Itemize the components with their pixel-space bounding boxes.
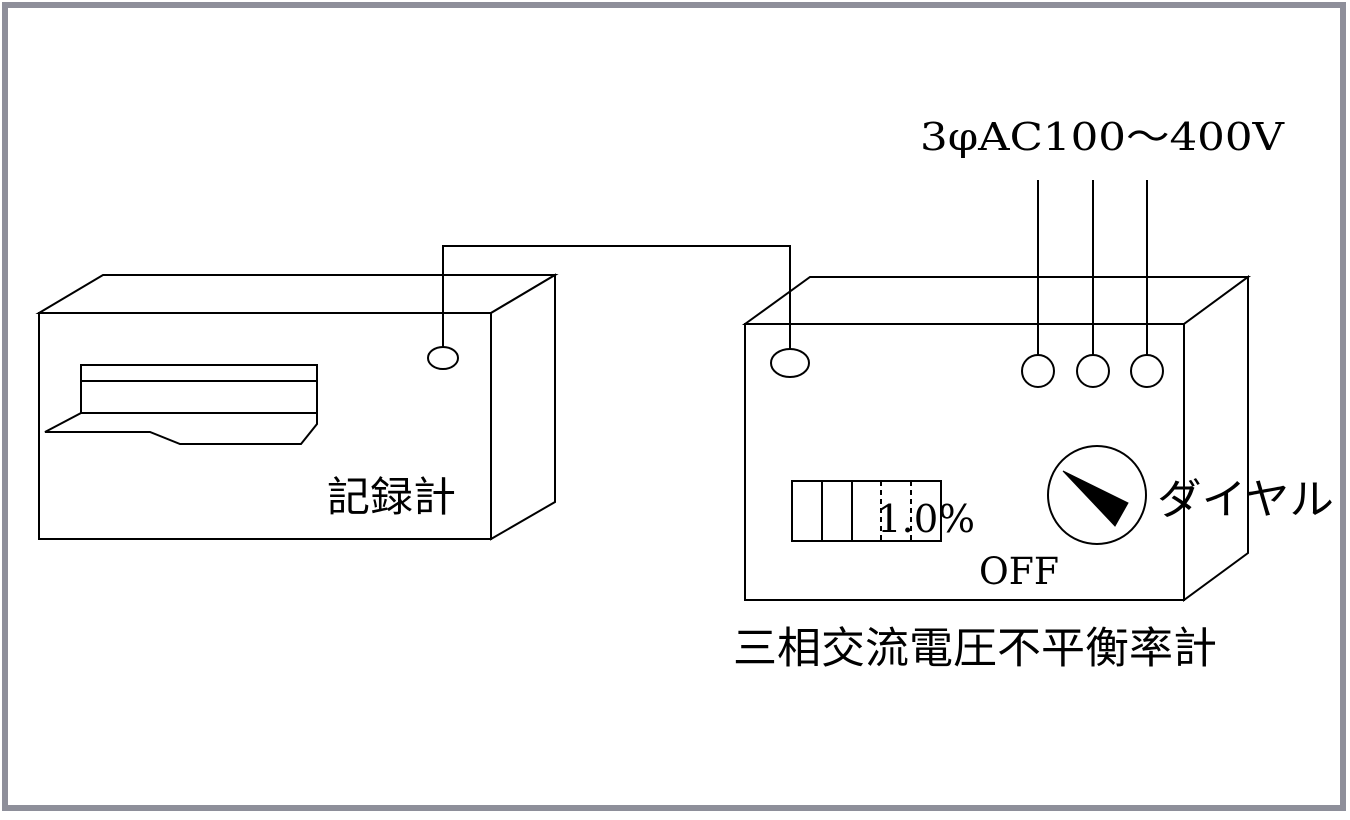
recorder-label: 記録計 — [327, 473, 456, 521]
recorder-side-face — [490, 273, 556, 541]
meter-box — [741, 275, 1252, 602]
selector-dial[interactable] — [1047, 445, 1147, 545]
dial-label: ダイヤル — [1157, 475, 1334, 524]
power-supply-label: 3φAC100～400V — [920, 115, 1285, 159]
meter-top-face — [741, 276, 1252, 325]
range-display — [791, 480, 942, 542]
signal-cable — [442, 245, 791, 349]
recorder-box — [35, 273, 559, 541]
off-label: OFF — [979, 550, 1059, 593]
meter-output-terminal — [770, 348, 810, 378]
recorder-top-face — [35, 274, 559, 314]
meter-name-label: 三相交流電圧不平衡率計 — [733, 624, 1217, 674]
range-display-frame — [791, 480, 942, 542]
dial-pointer — [1062, 470, 1129, 527]
recorder-paper-slot — [80, 364, 318, 382]
meter-side-face — [1183, 275, 1249, 602]
recorder-input-terminal — [427, 346, 459, 370]
input-terminal-s — [1076, 354, 1110, 388]
input-terminal-t — [1130, 354, 1164, 388]
meter-reading-label: 1.0% — [877, 497, 975, 541]
input-terminal-r — [1021, 354, 1055, 388]
